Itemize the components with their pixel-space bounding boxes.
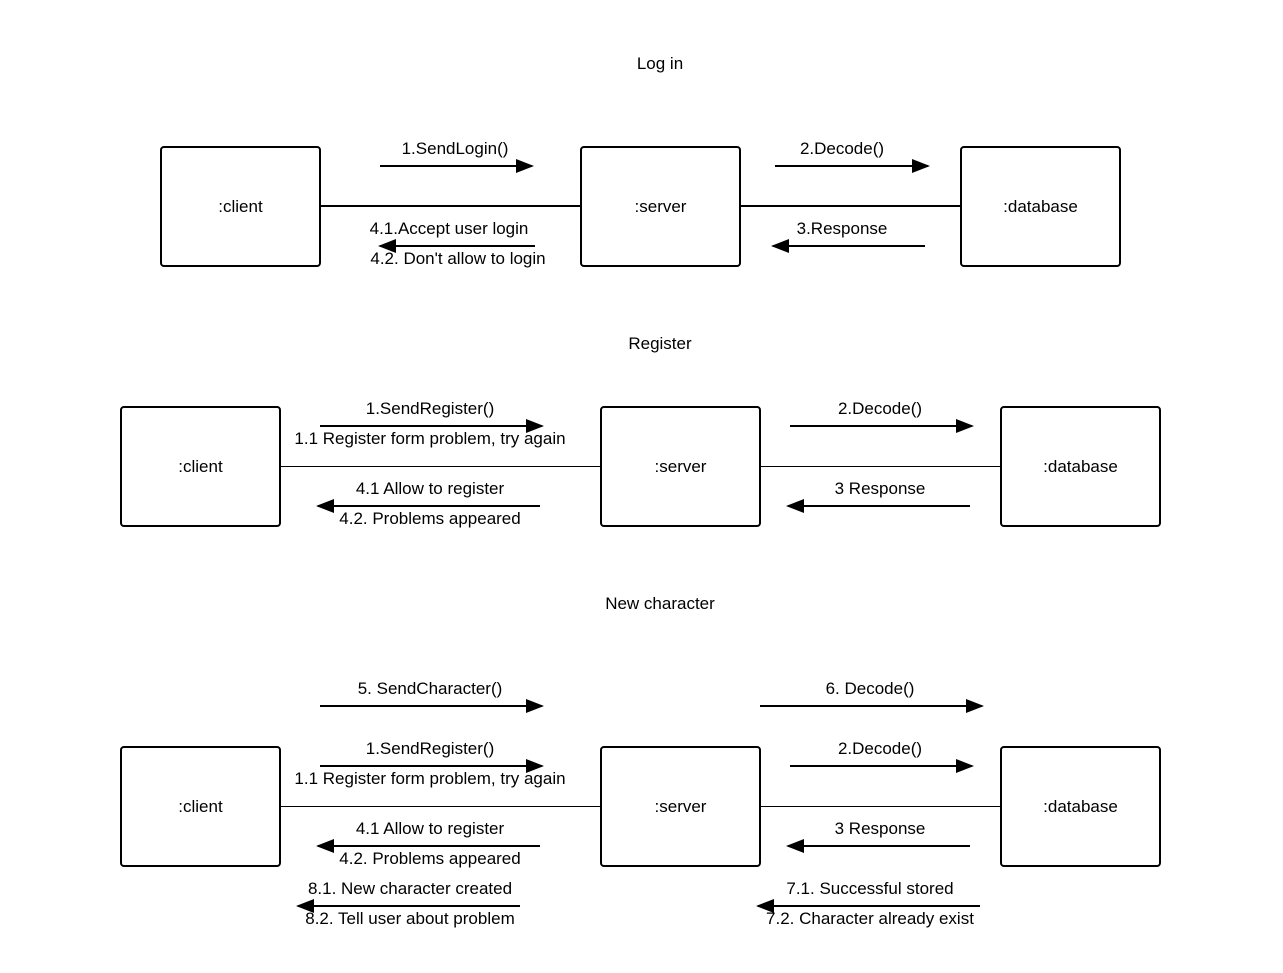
newchar-msg-send-register: 1.SendRegister()	[365, 739, 495, 758]
newchar-arrow-response	[786, 839, 970, 853]
register-msg-problems: 4.2. Problems appeared	[339, 509, 521, 528]
login-arrow-accept	[378, 239, 535, 253]
newchar-database-label: :database	[1043, 796, 1118, 816]
newchar-arrow-decode-6	[760, 699, 984, 713]
newchar-arrow-decode-2	[790, 759, 974, 773]
register-server-box: :server	[600, 406, 761, 527]
login-msg-decode: 2.Decode()	[799, 139, 885, 158]
newchar-arrow-created	[296, 899, 520, 913]
newchar-client-box: :client	[120, 746, 281, 867]
register-arrow-response	[786, 499, 970, 513]
newchar-msg-problems: 4.2. Problems appeared	[339, 849, 521, 868]
newchar-msg-form-problem: 1.1 Register form problem, try again	[294, 769, 566, 788]
newchar-msg-decode-2: 2.Decode()	[837, 739, 923, 758]
login-server-label: :server	[634, 196, 687, 216]
newchar-msg-tell-problem: 8.2. Tell user about problem	[305, 909, 515, 928]
register-arrow-allow	[316, 499, 540, 513]
register-database-box: :database	[1000, 406, 1161, 527]
register-database-label: :database	[1043, 456, 1118, 476]
newchar-msg-stored: 7.1. Successful stored	[786, 879, 954, 898]
register-server-database-link	[760, 466, 1000, 467]
newchar-server-box: :server	[600, 746, 761, 867]
register-msg-form-problem: 1.1 Register form problem, try again	[294, 429, 566, 448]
login-client-label: :client	[218, 196, 263, 216]
register-client-label: :client	[178, 456, 223, 476]
register-msg-response: 3 Response	[834, 479, 926, 498]
newchar-msg-response: 3 Response	[834, 819, 926, 838]
register-msg-decode: 2.Decode()	[837, 399, 923, 418]
login-server-database-link	[740, 205, 960, 207]
login-arrow-decode	[775, 159, 930, 173]
register-arrow-decode	[790, 419, 974, 433]
login-msg-send-login: 1.SendLogin()	[401, 139, 509, 158]
register-client-server-link	[280, 466, 600, 467]
login-msg-response: 3.Response	[796, 219, 888, 238]
login-database-label: :database	[1003, 196, 1078, 216]
newchar-arrow-send-character	[320, 699, 544, 713]
login-title: Log in	[636, 54, 684, 73]
register-title: Register	[628, 334, 692, 353]
newchar-arrow-allow	[316, 839, 540, 853]
newchar-client-server-link	[280, 806, 600, 807]
newchar-database-box: :database	[1000, 746, 1161, 867]
newchar-msg-send-character: 5. SendCharacter()	[357, 679, 503, 698]
login-arrow-response	[771, 239, 925, 253]
login-arrow-send-login	[380, 159, 534, 173]
newchar-msg-allow: 4.1 Allow to register	[355, 819, 505, 838]
register-client-box: :client	[120, 406, 281, 527]
newchar-server-database-link	[760, 806, 1000, 807]
newchar-arrow-stored	[756, 899, 980, 913]
login-database-box: :database	[960, 146, 1121, 267]
newchar-msg-already-exist: 7.2. Character already exist	[766, 909, 974, 928]
newchar-client-label: :client	[178, 796, 223, 816]
register-arrow-send-register	[320, 419, 544, 433]
newchar-msg-decode-6: 6. Decode()	[825, 679, 915, 698]
register-server-label: :server	[654, 456, 707, 476]
register-msg-send-register: 1.SendRegister()	[365, 399, 495, 418]
login-server-box: :server	[580, 146, 741, 267]
login-client-server-link	[320, 205, 580, 207]
newchar-title: New character	[605, 594, 715, 613]
newchar-arrow-send-register	[320, 759, 544, 773]
register-msg-allow: 4.1 Allow to register	[355, 479, 505, 498]
newchar-server-label: :server	[654, 796, 707, 816]
login-msg-accept: 4.1.Accept user login	[369, 219, 529, 238]
newchar-msg-created: 8.1. New character created	[307, 879, 513, 898]
login-client-box: :client	[160, 146, 321, 267]
login-msg-deny: 4.2. Don't allow to login	[370, 249, 546, 268]
